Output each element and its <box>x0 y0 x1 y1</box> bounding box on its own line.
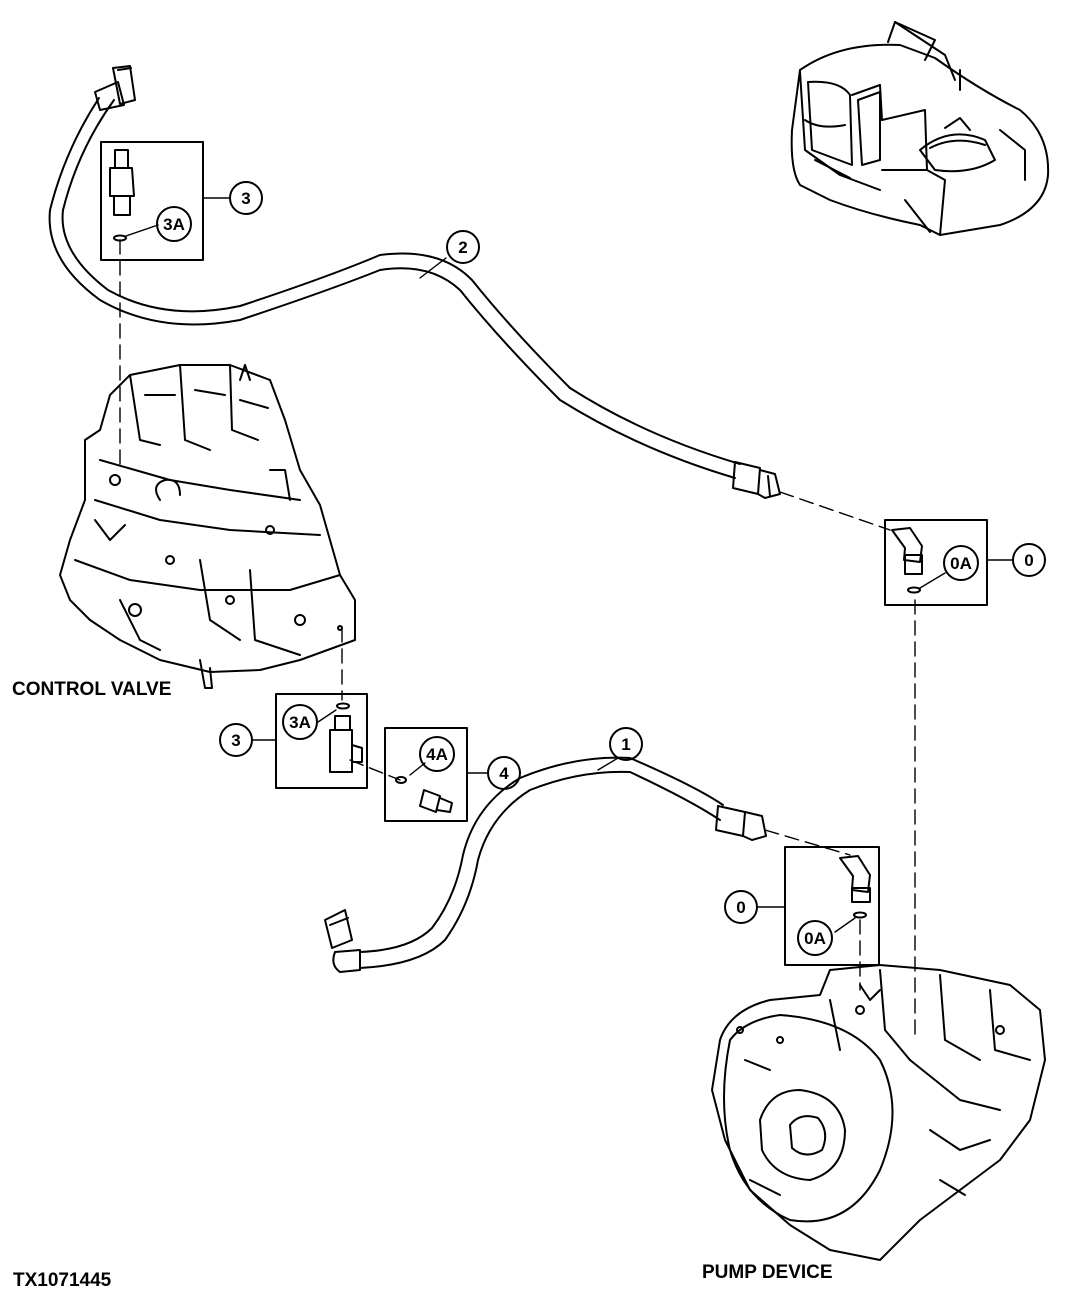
parts-box-0-lower <box>757 846 880 966</box>
parts-box-0-right <box>884 519 1014 606</box>
callout-oring-4a-text: 4A <box>426 745 448 764</box>
callout-elbow-0-lower: 0 <box>724 890 758 924</box>
callout-oring-3a-top-text: 3A <box>163 215 185 234</box>
callout-hose-2-text: 2 <box>458 238 467 257</box>
callout-sensor-3-bottom: 3 <box>219 723 253 757</box>
pump-device <box>711 964 1046 1261</box>
callout-oring-0a-right-text: 0A <box>950 554 972 573</box>
parts-box-3-bottom <box>251 693 368 789</box>
callout-sensor-3-bottom-text: 3 <box>231 731 240 750</box>
figure-id-label: TX1071445 <box>13 1270 112 1291</box>
control-valve <box>59 364 356 689</box>
callout-hose-2: 2 <box>446 230 480 264</box>
callout-oring-3a-top: 3A <box>156 206 192 242</box>
callout-oring-3a-bottom: 3A <box>282 704 318 740</box>
callout-oring-4a: 4A <box>419 736 455 772</box>
callout-fitting-4-text: 4 <box>499 764 509 783</box>
leader-hose-1 <box>597 757 619 771</box>
callout-hose-1: 1 <box>609 727 643 761</box>
callout-oring-3a-bottom-text: 3A <box>289 713 311 732</box>
parts-box-4 <box>384 727 489 822</box>
pump-device-label: PUMP DEVICE <box>702 1262 833 1283</box>
callout-sensor-3-top-text: 3 <box>241 189 250 208</box>
dashed-leaders <box>119 239 916 1041</box>
parts-box-3-top <box>100 141 231 261</box>
hose-2 <box>48 65 781 499</box>
callout-elbow-0-lower-text: 0 <box>736 898 745 917</box>
hose-1 <box>324 756 767 973</box>
callout-oring-0a-lower-text: 0A <box>804 929 826 948</box>
callout-oring-0a-lower: 0A <box>797 920 833 956</box>
callout-elbow-0-right-text: 0 <box>1024 551 1033 570</box>
callout-sensor-3-top: 3 <box>229 181 263 215</box>
callout-fitting-4: 4 <box>487 756 521 790</box>
control-valve-label: CONTROL VALVE <box>12 679 172 700</box>
callout-oring-0a-right: 0A <box>943 545 979 581</box>
callout-hose-1-text: 1 <box>621 735 630 754</box>
callout-elbow-0-right: 0 <box>1012 543 1046 577</box>
machine-overview <box>790 21 1050 236</box>
leader-hose-2 <box>419 257 447 279</box>
